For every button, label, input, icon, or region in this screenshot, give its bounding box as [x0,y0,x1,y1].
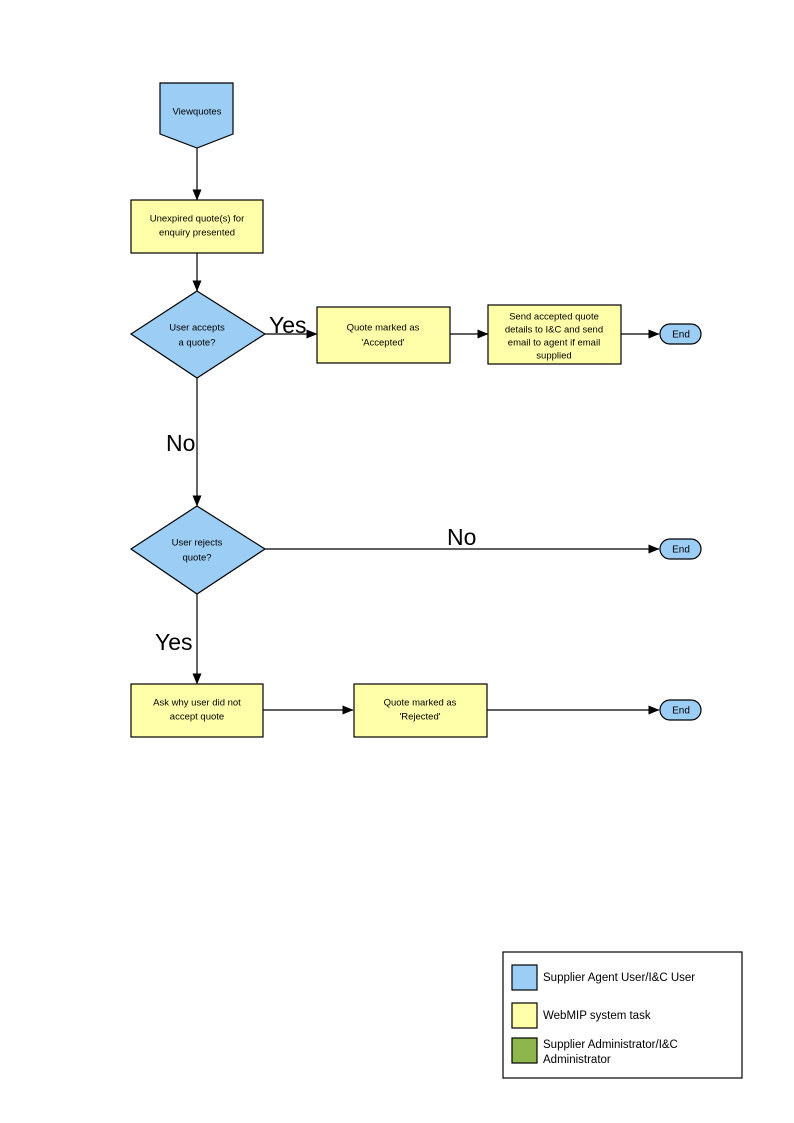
decision1-label-line1: User accepts [169,323,225,334]
ask-why-label-line1: Ask why user did not [153,698,241,709]
legend-swatch-supplier-agent [511,964,538,991]
legend-frame [502,951,743,1079]
send-details-label-line2: details to I&C and send [505,325,603,336]
end-accepted-label: End [672,330,690,341]
marked-rejected-box-shape [353,683,488,738]
node-ask-why-not-accept[interactable]: Ask why user did not accept quote [130,683,264,738]
node-end-no-reject[interactable]: End [659,538,702,560]
marked-accepted-label-line2: 'Accepted' [361,338,404,349]
end-no-reject-terminator-shape [659,538,702,560]
marked-rejected-label-line2: 'Rejected' [399,712,440,723]
node-decision-user-accepts[interactable]: User accepts a quote? [129,290,267,379]
edge-label-rejects-yes: Yes [155,629,193,655]
edge-label-accepts-no: No [166,430,195,456]
marked-rejected-label-line1: Quote marked as [384,698,457,709]
node-end-rejected[interactable]: End [659,699,702,721]
start-label: Viewquotes [173,107,222,118]
ask-why-label-line2: accept quote [170,712,224,723]
node-quote-marked-accepted[interactable]: Quote marked as 'Accepted' [316,306,451,364]
node-end-accepted[interactable]: End [659,323,702,345]
node-send-accepted-details[interactable]: Send accepted quote details to I&C and s… [487,304,622,365]
legend: Supplier Agent User/I&C User WebMIP syst… [502,951,743,1079]
edge-labels: Yes No No Yes [155,312,476,655]
decision1-diamond-shape [129,290,267,379]
end-rejected-label: End [672,706,690,717]
legend-swatch-supplier-admin [511,1037,538,1064]
decision1-label-line2: a quote? [179,338,216,349]
legend-label-supplier-admin-line2: Administrator [543,1054,611,1066]
unexpired-label-line2: enquiry presented [159,228,235,239]
send-details-label-line4: supplied [536,351,571,362]
node-quote-marked-rejected[interactable]: Quote marked as 'Rejected' [353,683,488,738]
node-start-viewquotes[interactable]: Viewquotes [159,82,234,149]
ask-why-box-shape [130,683,264,738]
legend-label-supplier-agent: Supplier Agent User/I&C User [543,972,695,984]
edge-label-accepts-yes: Yes [269,312,307,338]
connectors [192,148,660,715]
decision2-label-line1: User rejects [172,538,223,549]
end-rejected-terminator-shape [659,699,702,721]
decision2-label-line2: quote? [182,553,211,564]
legend-label-supplier-admin-line1: Supplier Administrator/I&C [543,1039,678,1051]
edge-label-rejects-no: No [447,524,476,550]
send-details-label-line1: Send accepted quote [509,312,599,323]
marked-accepted-label-line1: Quote marked as [347,323,420,334]
marked-accepted-box-shape [316,306,451,364]
legend-label-webmip-task: WebMIP system task [543,1010,651,1022]
start-pentagon-shape [159,82,234,149]
decision2-diamond-shape [129,505,267,595]
send-details-box-shape [487,304,622,365]
end-no-reject-label: End [672,545,690,556]
unexpired-box-shape [130,199,264,254]
node-unexpired-quotes[interactable]: Unexpired quote(s) for enquiry presented [130,199,264,254]
send-details-label-line3: email to agent if email [508,338,600,349]
legend-swatch-webmip-task [511,1002,538,1029]
unexpired-label-line1: Unexpired quote(s) for [150,214,245,225]
end-accepted-terminator-shape [659,323,702,345]
node-decision-user-rejects[interactable]: User rejects quote? [129,505,267,595]
